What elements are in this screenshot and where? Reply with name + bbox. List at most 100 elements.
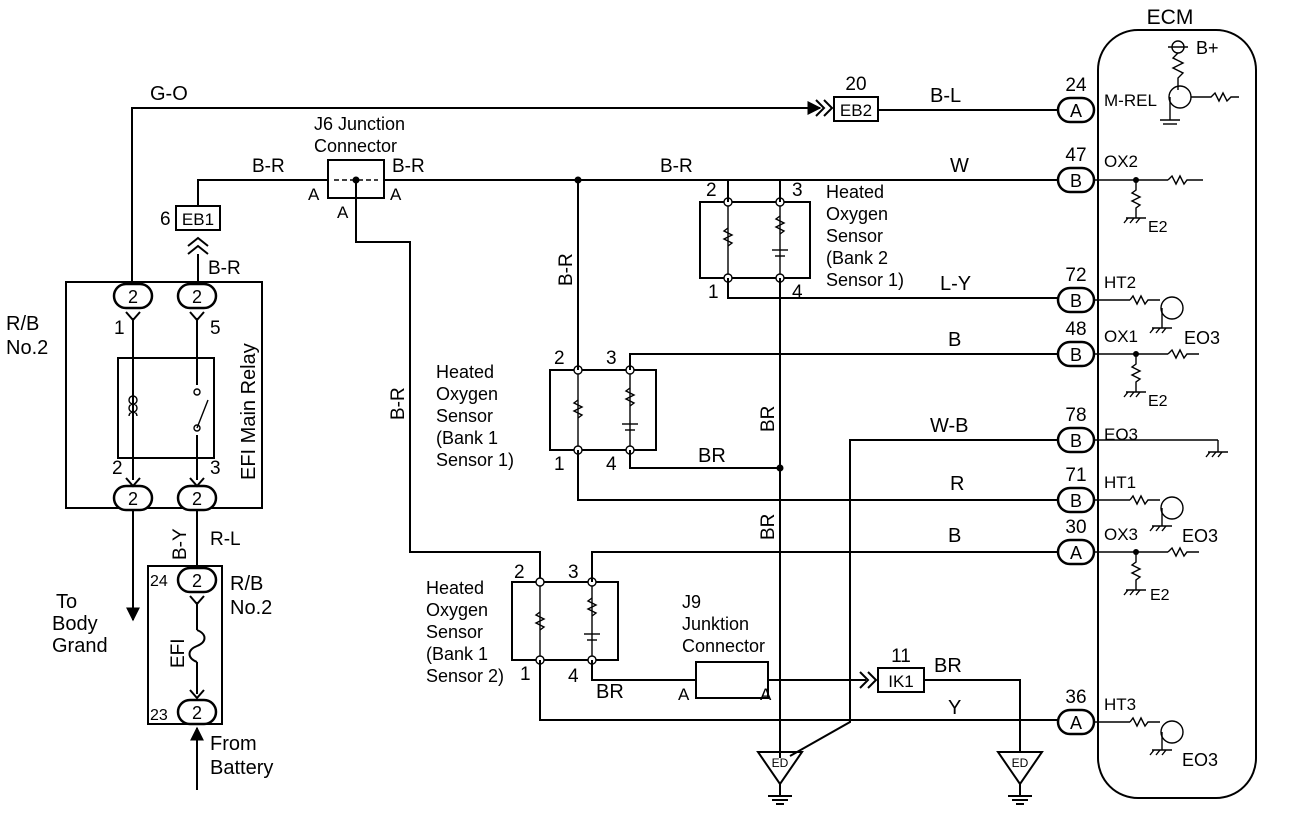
efi-pin-top-value: 2 [192, 571, 202, 591]
ecm-ground-e2-3: E2 [1150, 587, 1170, 604]
ecm-pin-30-number: 30 [1065, 517, 1086, 538]
connector-ik1: IK1 11 BR [859, 646, 1021, 752]
j6-title-line1: J6 Junction [314, 114, 405, 134]
wire-br-j6-top-label: B-R [208, 258, 241, 279]
wire-rl-label: R-L [210, 529, 241, 550]
wire-w-label: W [950, 155, 969, 177]
relay-block: R/B No.2 EFI Main Relay 2 2 2 2 1 5 2 3 [6, 281, 263, 512]
connector-ik1-number: 11 [891, 646, 911, 667]
relay-pin-bl: 2 [128, 489, 138, 509]
s2-label-3: Sensor [436, 406, 493, 426]
ecm-ground-eo3-3: EO3 [1182, 750, 1218, 770]
ecm-pin-47-signal: OX2 [1104, 152, 1138, 171]
s1-label-5: Sensor 1) [826, 270, 904, 290]
wire-bl: B-L [878, 85, 1058, 111]
efi-top-pin: 24 [150, 573, 168, 590]
from-battery-line1: From [210, 733, 257, 755]
wire-br-top: B-R B-R B-R [197, 156, 780, 206]
ecm-pin-24-number: 24 [1065, 75, 1087, 96]
j9-pin-a-left: A [678, 685, 690, 704]
connector-eb2: EB2 20 [815, 74, 879, 122]
s3-label-4: (Bank 1 [426, 644, 488, 664]
sensor-bank1-sensor1: 2 3 1 4 Heated Oxygen Sensor (Bank 1 Sen… [436, 348, 657, 475]
j9-pin-a-right: A [760, 685, 772, 704]
ecm-block: ECM B+ [1097, 6, 1257, 799]
to-body-ground: To Body Grand [52, 510, 140, 657]
s1-pin-2: 2 [706, 180, 717, 201]
wire-br-j6-down: B-R [355, 180, 541, 580]
s3-label-5: Sensor 2) [426, 666, 504, 686]
connector-eb1-label: EB1 [182, 210, 214, 229]
wire-wb: W-B [789, 415, 1058, 757]
ground-ed-1: ED [756, 751, 804, 805]
ecm-pin-24-connector: A [1070, 101, 1082, 121]
ecm-pin-78-signal: EO3 [1104, 425, 1138, 444]
relay-terminal-2: 2 [112, 458, 123, 479]
s2-label-1: Heated [436, 362, 494, 382]
relay-terminal-1: 1 [114, 318, 125, 339]
ground-ed-2-tag: ED [1012, 756, 1029, 770]
wire-bl-label: B-L [930, 85, 961, 107]
ecm-pin-71-signal: HT1 [1104, 473, 1136, 492]
s3-pin-1: 1 [520, 664, 531, 685]
ecm-pin-78-connector: B [1070, 431, 1082, 451]
wire-br-left-label: B-R [252, 156, 285, 177]
wire-ly-label: L-Y [940, 273, 971, 295]
ecm-pin-24-signal: M-REL [1104, 91, 1157, 110]
s3-label-1: Heated [426, 578, 484, 598]
relay-rb-line2: No.2 [6, 337, 48, 359]
ground-ed-2: ED [996, 751, 1044, 805]
wire-by-label: B-Y [170, 528, 191, 560]
ecm-pin-71-number: 71 [1065, 465, 1086, 486]
ecm-pin-78-number: 78 [1065, 405, 1086, 426]
from-battery-line2: Battery [210, 757, 273, 779]
j9-title-line2: Junktion [682, 614, 749, 634]
ecm-pin-78: B 78 EO3 [1056, 405, 1138, 454]
connector-ik1-label: IK1 [888, 672, 914, 691]
wires-bank1-s2: B BR Y [539, 525, 1058, 721]
s2-label-5: Sensor 1) [436, 450, 514, 470]
s2-pin-3: 3 [606, 348, 617, 369]
s3-pin-2: 2 [514, 562, 525, 583]
s2-pin-4: 4 [606, 454, 617, 475]
ecm-pin-71-connector: B [1070, 491, 1082, 511]
ecm-bplus-supply: B+ [1160, 38, 1239, 125]
s1-pin-1: 1 [708, 282, 719, 303]
ecm-pin-72: B 72 HT2 [1056, 265, 1136, 314]
wire-br-vert1-label: B-R [556, 253, 577, 286]
wire-br-low-label: BR [596, 681, 624, 703]
efi-rb-line2: No.2 [230, 597, 272, 619]
connector-eb2-label: EB2 [840, 101, 872, 120]
ecm-internal-circuits: E2 EO3 E2 EO3 E2 [1094, 174, 1228, 770]
wire-go: G-O [131, 83, 822, 282]
s1-label-4: (Bank 2 [826, 248, 888, 268]
wire-r-label: R [950, 473, 964, 495]
ecm-pin-72-number: 72 [1065, 265, 1086, 286]
j9-title-line3: Connector [682, 636, 765, 656]
s2-pin-2: 2 [554, 348, 565, 369]
ecm-pin-47-connector: B [1070, 171, 1082, 191]
j6-pin-a-bottom: A [337, 203, 349, 222]
ecm-pin-71: B 71 HT1 [1056, 465, 1136, 514]
to-body-line1: To [56, 591, 77, 613]
relay-pin-tl: 2 [128, 287, 138, 307]
from-battery: From Battery [190, 726, 273, 790]
j6-pin-a-left: A [308, 185, 320, 204]
ecm-pin-30-signal: OX3 [1104, 525, 1138, 544]
s3-label-3: Sensor [426, 622, 483, 642]
wire-br-h-label: BR [698, 445, 726, 467]
ecm-pin-48-signal: OX1 [1104, 327, 1138, 346]
s3-label-2: Oxygen [426, 600, 488, 620]
wire-b2-label: B [948, 525, 961, 547]
ecm-pin-47-number: 47 [1065, 145, 1086, 166]
ecm-pin-36-signal: HT3 [1104, 695, 1136, 714]
ecm-pin-24: A 24 M-REL [1056, 75, 1157, 124]
j6-pin-a-right: A [390, 185, 402, 204]
ecm-bplus-label: B+ [1196, 38, 1219, 58]
ecm-pin-36-number: 36 [1065, 687, 1086, 708]
wire-y-label: Y [948, 697, 961, 719]
s1-label-2: Oxygen [826, 204, 888, 224]
relay-rb-line1: R/B [6, 313, 39, 335]
ecm-pin-72-connector: B [1070, 291, 1082, 311]
